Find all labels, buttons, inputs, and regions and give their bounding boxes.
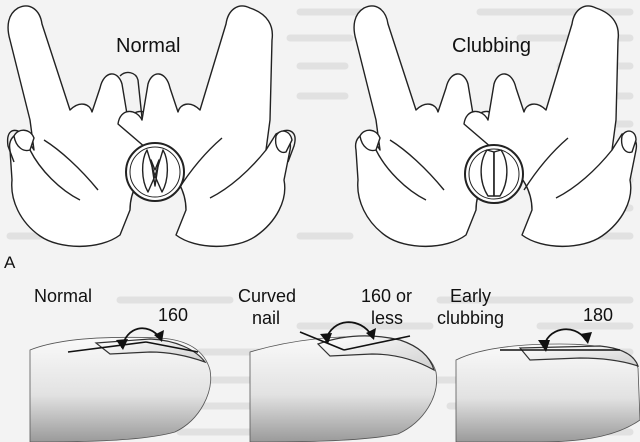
label-curved-line1: Curved: [238, 287, 296, 307]
angle-curved-line2: less: [371, 309, 403, 329]
label-normal-hands: Normal: [116, 35, 180, 57]
angle-curved-line1: 160 or: [361, 287, 412, 307]
panel-letter: A: [4, 254, 15, 273]
finger-early-clubbing: [456, 329, 640, 442]
finger-curved-nail: [250, 322, 437, 442]
label-clubbing-hands: Clubbing: [452, 35, 531, 57]
label-early-line2: clubbing: [437, 309, 504, 329]
label-normal-finger: Normal: [34, 287, 92, 307]
angle-normal: 160: [158, 306, 188, 326]
finger-normal: [30, 328, 211, 442]
arrow-head: [580, 332, 592, 344]
label-curved-line2: nail: [252, 309, 280, 329]
angle-early: 180: [583, 306, 613, 326]
label-early-line1: Early: [450, 287, 491, 307]
